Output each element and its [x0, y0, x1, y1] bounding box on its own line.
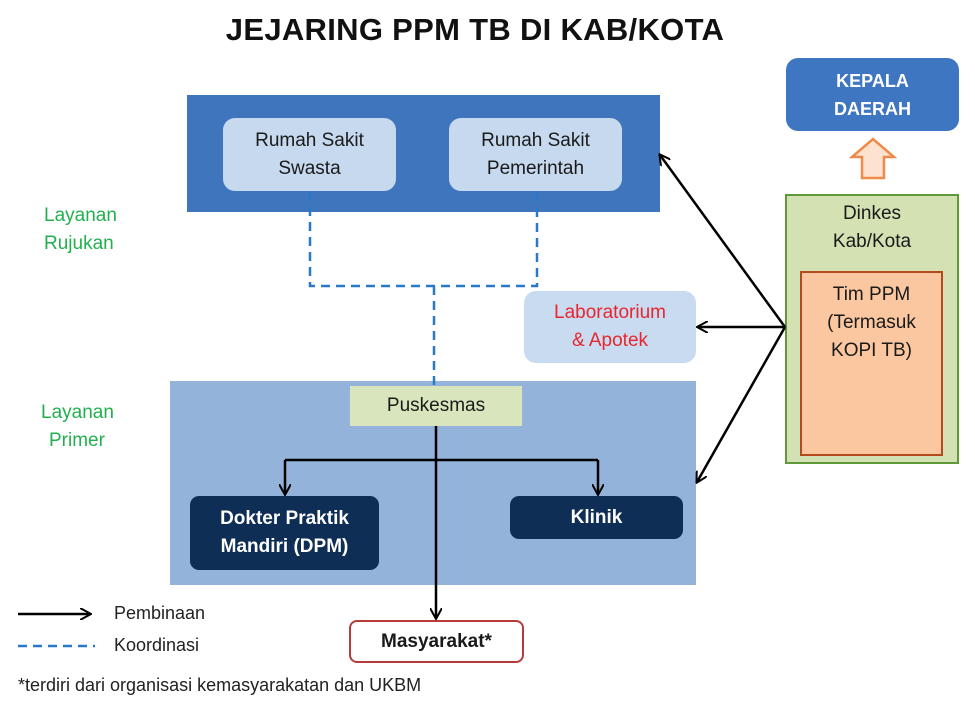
laboratorium-apotek-box[interactable]: Laboratorium & Apotek — [524, 291, 696, 363]
layanan-primer-line1: Layanan — [41, 402, 114, 423]
layanan-primer-line2: Primer — [49, 430, 105, 451]
masyarakat-box[interactable]: Masyarakat* — [349, 620, 524, 663]
dpm-line2: Mandiri (DPM) — [220, 536, 349, 557]
lab-line1: Laboratorium — [554, 302, 666, 323]
kepala-line2: DAERAH — [833, 98, 911, 119]
rs-pemerintah-line2: Pemerintah — [486, 157, 585, 179]
lab-line2: & Apotek — [571, 330, 649, 351]
diagram-title: JEJARING PPM TB DI KAB/KOTA — [225, 12, 725, 47]
up-arrow-icon — [848, 137, 898, 180]
legend — [18, 614, 95, 648]
rs-swasta-line2: Swasta — [278, 157, 341, 179]
rs-pemerintah-line1: Rumah Sakit — [481, 129, 590, 151]
layanan-rujukan-line2: Rujukan — [44, 233, 114, 254]
rs-swasta-box[interactable]: Rumah Sakit Swasta — [223, 118, 396, 191]
dinkes-line2: Kab/Kota — [832, 231, 912, 252]
arrow-to-primer — [697, 326, 787, 482]
dpm-box[interactable]: Dokter Praktik Mandiri (DPM) — [190, 496, 379, 570]
arrow-to-rujukan — [660, 155, 787, 328]
tim-line2: (Termasuk — [827, 312, 916, 333]
dinkes-line1: Dinkes — [842, 203, 902, 224]
pembinaan-lines — [285, 155, 787, 618]
coordination-lines — [308, 192, 539, 386]
legend-pembinaan-label: Pembinaan — [114, 603, 206, 623]
rs-swasta-line1: Rumah Sakit — [255, 129, 364, 151]
layanan-rujukan-line1: Layanan — [44, 205, 117, 226]
layanan-rujukan-label: Layanan Rujukan — [44, 202, 117, 258]
klinik-box[interactable]: Klinik — [510, 496, 683, 539]
dpm-line1: Dokter Praktik — [220, 508, 349, 529]
dinkes-label: Dinkes Kab/Kota — [785, 200, 959, 256]
tim-line1: Tim PPM — [832, 284, 911, 305]
puskesmas-box[interactable]: Puskesmas — [350, 386, 522, 426]
legend-koordinasi-label: Koordinasi — [114, 635, 200, 655]
layanan-primer-label: Layanan Primer — [41, 399, 114, 455]
coordination-rs-link — [308, 192, 539, 288]
kepala-daerah-box[interactable]: KEPALA DAERAH — [786, 58, 959, 131]
footnote: *terdiri dari organisasi kemasyarakatan … — [18, 675, 422, 695]
rs-pemerintah-box[interactable]: Rumah Sakit Pemerintah — [449, 118, 622, 191]
tim-line3: KOPI TB) — [831, 340, 912, 361]
kepala-line1: KEPALA — [836, 70, 909, 91]
tim-ppm-box[interactable]: Tim PPM (Termasuk KOPI TB) — [800, 271, 943, 456]
